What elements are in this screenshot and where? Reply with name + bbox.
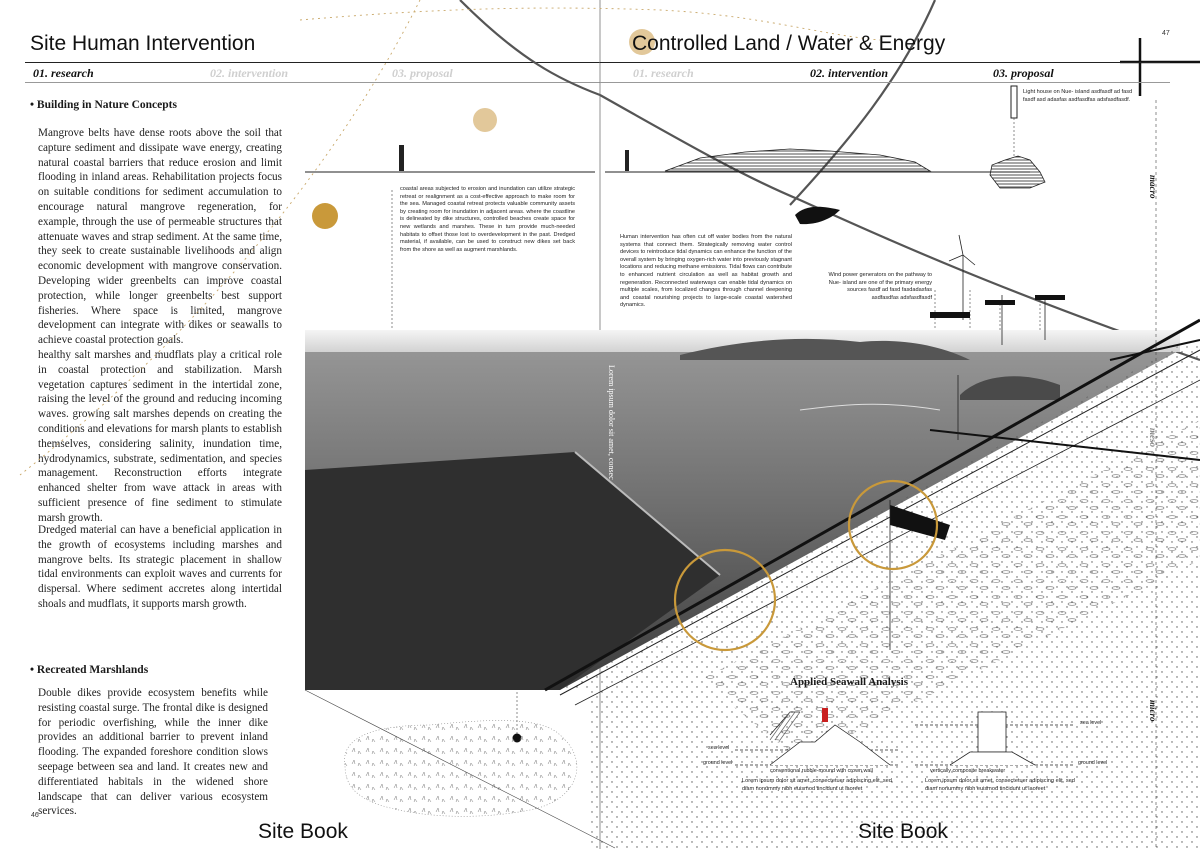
right-title-rule xyxy=(600,62,1170,63)
seawall-analysis-title: Applied Seawall Analysis xyxy=(790,676,908,688)
paragraph-salt-marshes: healthy salt marshes and mudflats play a… xyxy=(38,349,282,524)
note-human-intervention: Human intervention has often cut off wat… xyxy=(620,234,792,309)
left-title-rule xyxy=(25,62,600,63)
dotted-orbit-left xyxy=(19,0,421,476)
vertical-photo-caption: Lorem ipsum dolor sit amet, consec xyxy=(607,365,616,480)
scale-label-macro: macro xyxy=(1148,175,1158,199)
paragraph-mangrove: Mangrove belts have dense roots above th… xyxy=(38,127,282,347)
cross-section-sediment xyxy=(700,420,1200,760)
paragraph-double-dikes: Double dikes provide ecosystem benefits … xyxy=(38,687,268,818)
sun-dot-light xyxy=(473,108,497,132)
right-footer-site-book: Site Book xyxy=(858,820,948,843)
highlight-circle-seawall xyxy=(847,479,939,571)
curve-top-left xyxy=(459,0,601,97)
left-nav-proposal[interactable]: 03. proposal xyxy=(392,66,453,80)
aerial-photo xyxy=(305,330,1180,690)
right-nav-proposal[interactable]: 03. proposal xyxy=(993,66,1054,80)
dotted-orbit-top xyxy=(299,7,881,41)
left-ground-level-label: ground level xyxy=(703,760,733,766)
left-seawall-lorem: Lorem ipsum dolor sit amet, consectetuer… xyxy=(742,778,892,792)
highlight-circle-dike xyxy=(673,548,777,652)
seawall-right-diagram xyxy=(915,711,1075,766)
island-silhouette xyxy=(664,148,932,172)
left-page-title: Site Human Intervention xyxy=(30,32,256,55)
wind-turbines xyxy=(948,234,1046,440)
section-heading-recreated-marshlands: • Recreated Marshlands xyxy=(30,664,149,676)
right-ground-level-label: ground level xyxy=(1078,760,1108,766)
scale-label-micro: micro xyxy=(1148,700,1158,722)
right-nav-rule xyxy=(600,82,1170,83)
note-managed-retreat: coastal areas subjected to erosion and i… xyxy=(400,186,575,253)
marsh-plan xyxy=(344,720,577,817)
left-page-number: 46 xyxy=(31,812,39,819)
right-page-number: 47 xyxy=(1162,30,1170,37)
lighthouse-note: Light house on Nue- island asdfasdf ad f… xyxy=(1023,89,1133,103)
seawall-block xyxy=(890,505,950,540)
right-page-title: Controlled Land / Water & Energy xyxy=(632,32,946,55)
coastline-edge xyxy=(544,318,1200,692)
boat-shape xyxy=(795,206,840,225)
lighthouse-right xyxy=(625,150,629,171)
curve-top-right xyxy=(789,0,937,206)
sun-dot-title xyxy=(629,29,655,55)
right-seawall-caption: vertically composite breakwater xyxy=(930,768,1006,774)
sun-dot-large xyxy=(312,203,338,229)
lighthouse-detail xyxy=(1010,85,1018,119)
right-seawall-lorem: Lorem ipsum dolor sit amet, consectetuer… xyxy=(925,778,1075,792)
curve-main xyxy=(599,94,1200,362)
left-nav-intervention[interactable]: 02. intervention xyxy=(210,66,289,80)
nue-island-silhouette xyxy=(989,155,1046,189)
left-footer-site-book: Site Book xyxy=(258,820,348,843)
seawall-left-diagram xyxy=(735,708,900,766)
left-sea-level-label: sea level xyxy=(708,745,730,751)
scale-label-meso: meso xyxy=(1148,428,1158,447)
right-nav-intervention[interactable]: 02. intervention xyxy=(810,66,889,80)
paragraph-dredged-material: Dredged material can have a beneficial a… xyxy=(38,524,282,610)
lighthouse-left xyxy=(399,145,404,171)
left-nav-rule xyxy=(25,82,600,83)
left-nav-research[interactable]: 01. research xyxy=(33,66,94,80)
wind-power-note: Wind power generators on the pathway to … xyxy=(828,272,932,301)
left-seawall-caption: conventional rubble-mound with crown wal… xyxy=(770,768,873,774)
section-heading-building-in-nature: • Building in Nature Concepts xyxy=(30,99,177,111)
right-nav-research[interactable]: 01. research xyxy=(633,66,694,80)
right-sea-level-label: sea level xyxy=(1080,720,1102,726)
